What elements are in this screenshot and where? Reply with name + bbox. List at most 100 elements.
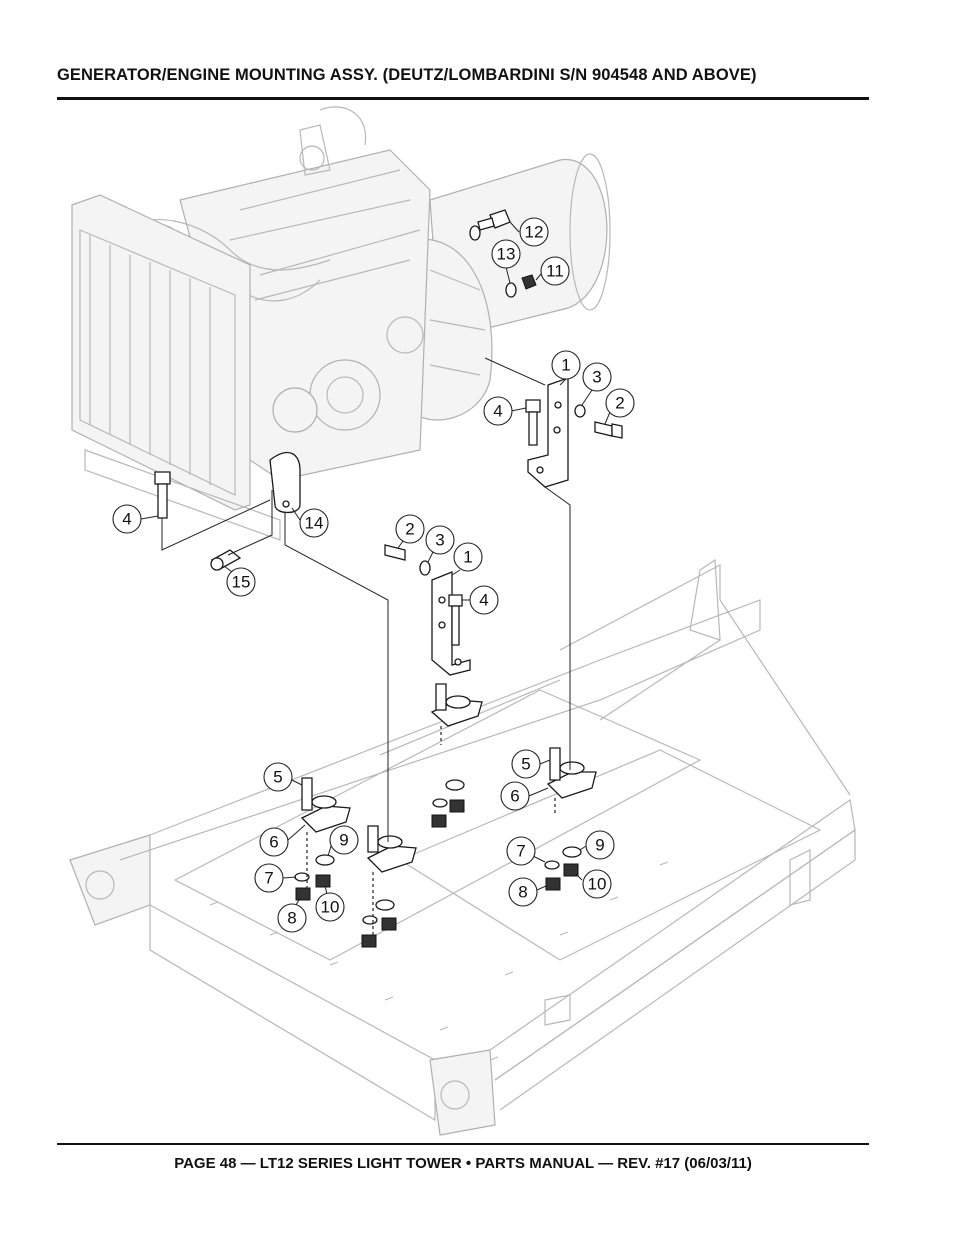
svg-text:5: 5 — [521, 755, 530, 774]
frame-front-end-plate — [429, 1049, 496, 1136]
callout-10-left: 10 — [315, 885, 345, 922]
frame-left-end-hole — [85, 870, 115, 900]
svg-text:9: 9 — [595, 836, 604, 855]
nut-8-b — [295, 887, 311, 901]
frame-right-bracket — [689, 558, 721, 641]
washer-9-b — [315, 854, 335, 866]
callout-13: 13 — [491, 239, 521, 284]
callout-3-right: 3 — [581, 362, 612, 406]
svg-text:2: 2 — [405, 520, 414, 539]
bolt-15-head — [210, 557, 224, 571]
fan-pulley — [272, 387, 318, 433]
page-title: GENERATOR/ENGINE MOUNTING ASSY. (DEUTZ/L… — [57, 66, 757, 84]
bolt-2-center — [384, 544, 406, 561]
line-generator-to-right-bracket — [484, 357, 546, 386]
frame-slot-marks — [209, 861, 669, 1061]
callout-3-center: 3 — [425, 525, 455, 563]
washer-3-center — [419, 560, 431, 576]
isolator-mount-left — [300, 777, 351, 833]
callout-4-left: 4 — [112, 504, 159, 534]
generator-end-cap — [569, 153, 611, 311]
frame-assembly — [69, 558, 856, 1136]
bolt-4-right-head — [525, 399, 541, 413]
radiator-core — [79, 229, 236, 496]
frame-front-tab — [789, 849, 811, 906]
callout-5-left: 5 — [263, 762, 303, 792]
bolt-4-right-shank — [528, 411, 538, 446]
svg-text:10: 10 — [321, 898, 340, 917]
callout-4-right: 4 — [483, 396, 527, 426]
svg-text:10: 10 — [588, 875, 607, 894]
bracket-1-center-hole-b — [438, 621, 446, 629]
bolt-2-right-head — [611, 423, 623, 439]
washer-9-c — [375, 899, 395, 911]
svg-text:1: 1 — [561, 356, 570, 375]
frame-front-rail-lower — [494, 828, 856, 1111]
callout-2-right: 2 — [604, 388, 635, 425]
callout-7-left: 7 — [254, 863, 297, 893]
svg-text:7: 7 — [516, 842, 525, 861]
svg-text:6: 6 — [510, 787, 519, 806]
callout-8-right: 8 — [508, 877, 547, 907]
callout-8-left: 8 — [277, 897, 307, 933]
bell-housing — [409, 238, 493, 421]
callout-6-right: 6 — [500, 781, 549, 811]
bracket-1-center — [431, 571, 471, 676]
bolt-4-center-shank — [451, 605, 460, 646]
callout-9-left: 9 — [327, 825, 359, 857]
callout-4-center: 4 — [462, 585, 499, 615]
isolator-mount-center-top — [430, 683, 483, 727]
callout-9-right: 9 — [579, 830, 615, 860]
svg-text:4: 4 — [493, 402, 502, 421]
svg-text:9: 9 — [339, 831, 348, 850]
radiator-fins — [89, 235, 211, 485]
frame-right-rail — [559, 564, 851, 796]
washer-3-right — [574, 404, 586, 418]
svg-text:6: 6 — [269, 833, 278, 852]
svg-text:1: 1 — [463, 548, 472, 567]
engine-generator-assembly — [71, 106, 611, 541]
bracket-1-center-hole-a — [438, 596, 446, 604]
svg-text:4: 4 — [479, 591, 488, 610]
callout-1-right: 1 — [551, 350, 581, 386]
nut-10-c — [381, 917, 397, 931]
frame-back-rail — [119, 599, 761, 861]
svg-text:3: 3 — [435, 531, 444, 550]
bracket-1-right-hole-b — [553, 426, 561, 434]
frame-front-rail — [489, 798, 856, 1081]
svg-text:4: 4 — [122, 510, 131, 529]
line-bracket14-to-mount — [284, 512, 389, 842]
callout-7-right: 7 — [506, 836, 546, 866]
nut-11 — [521, 274, 537, 290]
line-bolt4-left-to-engine — [161, 499, 271, 551]
engine-valve-cover-lines — [229, 169, 421, 301]
washer-13 — [505, 282, 517, 298]
washer-13-upper — [469, 225, 481, 241]
svg-text:15: 15 — [232, 573, 251, 592]
engine-base-skid — [84, 449, 281, 541]
frame-front-left-rail — [149, 903, 436, 1122]
bolt-4-left-head — [154, 471, 171, 485]
callout-11: 11 — [535, 256, 570, 286]
isolator-mount-center-bottom — [366, 825, 417, 873]
nut-10-a — [449, 799, 465, 813]
callout-14: 14 — [291, 507, 329, 538]
svg-text:8: 8 — [518, 883, 527, 902]
bracket-14-hole — [282, 500, 290, 508]
callout-12: 12 — [509, 217, 549, 247]
nut-10-b — [315, 874, 331, 888]
radiator — [71, 194, 251, 511]
svg-text:8: 8 — [287, 909, 296, 928]
bracket-1-center-hole-c — [454, 658, 462, 666]
bolt-12-shank — [477, 217, 495, 231]
bolt-4-left-shank — [157, 483, 168, 519]
washer-9-d — [562, 846, 582, 858]
bracket-14 — [269, 451, 301, 514]
hardware — [154, 209, 623, 948]
svg-text:3: 3 — [592, 368, 601, 387]
nut-8-a — [431, 814, 447, 828]
alternator — [309, 359, 381, 431]
nut-8-c — [361, 934, 377, 948]
frame-left-end-plate — [69, 834, 151, 926]
engine-oil-cap — [299, 145, 325, 171]
